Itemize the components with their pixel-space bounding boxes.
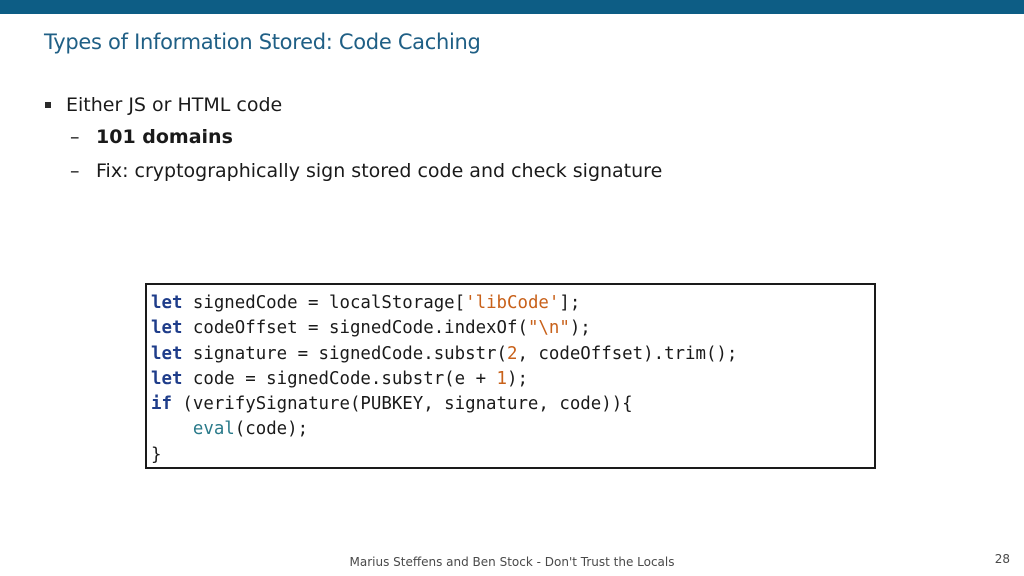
code-line: let signedCode = localStorage['libCode']… (151, 291, 874, 316)
code-line: let code = signedCode.substr(e + 1); (151, 367, 874, 392)
top-accent-bar (0, 0, 1024, 14)
code-indent (151, 419, 193, 439)
dash-bullet-icon: – (70, 126, 80, 148)
code-text: (code); (234, 419, 309, 440)
code-line: } (151, 443, 874, 468)
code-text: } (151, 444, 162, 465)
bullet-text: Either JS or HTML code (66, 94, 283, 116)
code-string: 'libCode' (465, 293, 560, 313)
dash-bullet-icon: – (70, 160, 80, 182)
code-text: ); (569, 318, 591, 339)
code-line: if (verifySignature(PUBKEY, signature, c… (151, 392, 874, 417)
sub-bullet-item: – 101 domains (44, 120, 944, 154)
code-line: let signature = signedCode.substr(2, cod… (151, 342, 874, 367)
code-keyword: let (151, 343, 183, 364)
code-text: ); (507, 368, 528, 389)
page-number: 28 (994, 552, 1010, 566)
bullet-list: Either JS or HTML code – 101 domains – F… (44, 90, 944, 188)
code-keyword: let (151, 293, 183, 313)
code-function: eval (192, 419, 235, 440)
code-block: let signedCode = localStorage['libCode']… (145, 283, 876, 469)
code-string: "\n" (527, 318, 570, 339)
code-number: 2 (507, 343, 518, 364)
sub-bullet-text: Fix: cryptographically sign stored code … (96, 160, 663, 182)
code-keyword: let (151, 368, 183, 389)
code-text: , codeOffset).trim(); (517, 343, 738, 364)
code-line: eval(code); (151, 417, 874, 442)
code-keyword: if (151, 394, 172, 415)
code-line: let codeOffset = signedCode.indexOf("\n"… (151, 316, 874, 341)
sub-bullet-text: 101 domains (96, 126, 233, 148)
code-text: signature = signedCode.substr( (182, 343, 507, 364)
sub-bullet-item: – Fix: cryptographically sign stored cod… (44, 154, 944, 188)
code-number: 1 (496, 368, 508, 389)
code-text: (verifySignature(PUBKEY, signature, code… (171, 394, 633, 415)
code-text: ]; (559, 293, 581, 313)
code-text: codeOffset = signedCode.indexOf( (182, 318, 528, 339)
bullet-item: Either JS or HTML code (44, 90, 944, 120)
code-keyword: let (151, 318, 183, 339)
slide-footer: Marius Steffens and Ben Stock - Don't Tr… (349, 555, 675, 569)
slide-title: Types of Information Stored: Code Cachin… (44, 30, 481, 54)
code-text: signedCode = localStorage[ (182, 293, 466, 313)
square-bullet-icon (45, 102, 51, 108)
code-text: code = signedCode.substr(e + (182, 368, 497, 389)
